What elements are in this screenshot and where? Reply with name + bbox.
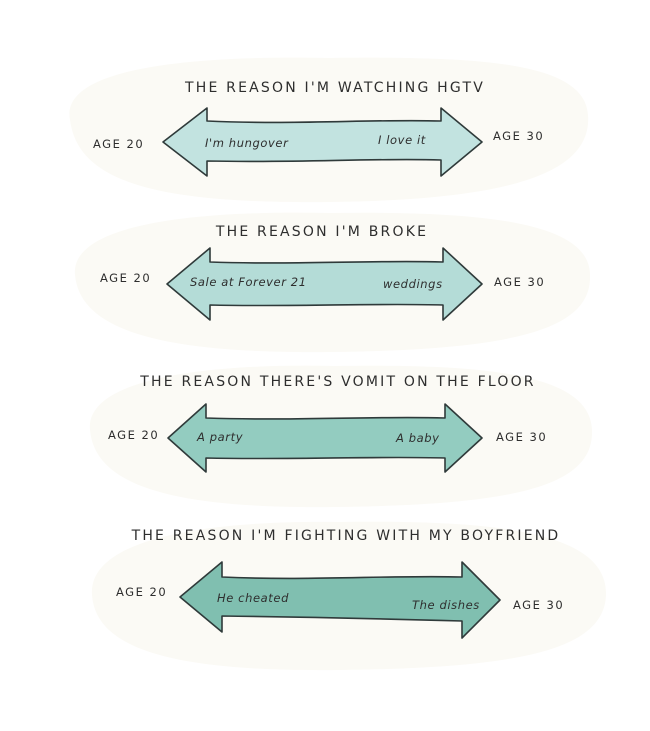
left-reason-label: He cheated xyxy=(217,591,289,605)
spectrum-panel-3: THE REASON THERE'S VOMIT ON THE FLOOR AG… xyxy=(89,365,593,508)
spectrum-title: THE REASON I'M BROKE xyxy=(215,224,428,240)
right-reason-label: The dishes xyxy=(412,598,480,612)
spectrum-title: THE REASON I'M FIGHTING WITH MY BOYFRIEN… xyxy=(131,528,561,544)
spectrum-panel-4: THE REASON I'M FIGHTING WITH MY BOYFRIEN… xyxy=(91,521,607,671)
spectrum-title: THE REASON THERE'S VOMIT ON THE FLOOR xyxy=(139,374,535,390)
left-age-label: AGE 20 xyxy=(93,137,144,151)
right-age-label: AGE 30 xyxy=(513,598,564,612)
double-arrow xyxy=(166,247,483,321)
left-reason-label: A party xyxy=(196,430,243,444)
double-arrow xyxy=(162,107,483,177)
double-arrow xyxy=(167,403,483,473)
spectrum-title: THE REASON I'M WATCHING HGTV xyxy=(184,80,485,96)
left-age-label: AGE 20 xyxy=(116,585,167,599)
left-reason-label: Sale at Forever 21 xyxy=(190,275,307,289)
spectrum-panel-2: THE REASON I'M BROKE AGE 20 AGE 30 Sale … xyxy=(74,212,591,353)
right-reason-label: I love it xyxy=(378,133,426,147)
right-age-label: AGE 30 xyxy=(494,275,545,289)
right-age-label: AGE 30 xyxy=(496,430,547,444)
spectrum-panel-1: THE REASON I'M WATCHING HGTV AGE 20 AGE … xyxy=(69,57,589,203)
double-arrow xyxy=(179,561,501,639)
right-age-label: AGE 30 xyxy=(493,129,544,143)
right-reason-label: A baby xyxy=(395,431,440,445)
left-age-label: AGE 20 xyxy=(100,271,151,285)
right-reason-label: weddings xyxy=(383,277,443,291)
left-age-label: AGE 20 xyxy=(108,428,159,442)
left-reason-label: I'm hungover xyxy=(205,136,289,150)
